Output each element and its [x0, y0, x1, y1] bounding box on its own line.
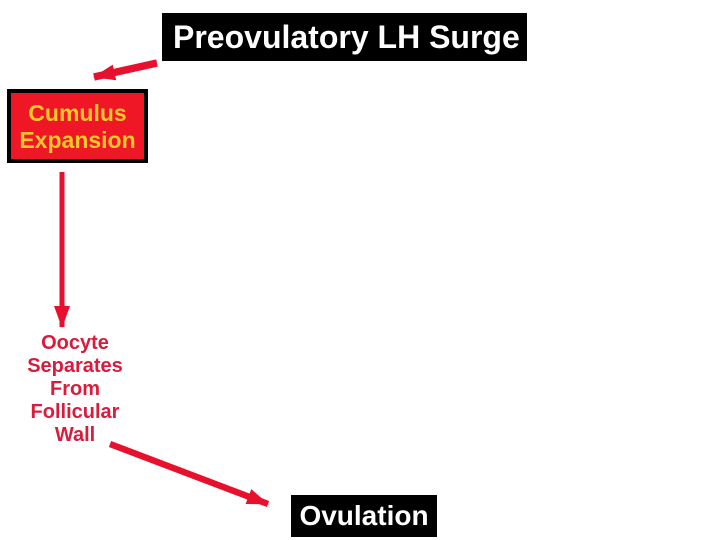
cumulus-line-2: Expansion [19, 127, 136, 153]
oocyte-separates-label: Oocyte Separates From Follicular Wall [5, 332, 145, 447]
oocyte-line-4: Follicular [30, 401, 120, 423]
ovulation-label: Ovulation [299, 500, 429, 531]
ovulation-box: Ovulation [291, 495, 437, 537]
cumulus-expansion-box: Cumulus Expansion [7, 89, 148, 163]
oocyte-line-5: Wall [54, 424, 96, 446]
cumulus-line-1: Cumulus [28, 100, 127, 126]
oocyte-line-1: Oocyte [41, 332, 109, 354]
oocyte-to-ovulation-arrow [108, 440, 270, 508]
oocyte-line-2: Separates [27, 355, 123, 377]
lh-surge-label: Preovulatory LH Surge [173, 19, 520, 55]
oocyte-line-3: From [50, 378, 100, 400]
lh-surge-box: Preovulatory LH Surge [162, 13, 527, 61]
lh-surge-to-cumulus-arrow [93, 59, 158, 81]
